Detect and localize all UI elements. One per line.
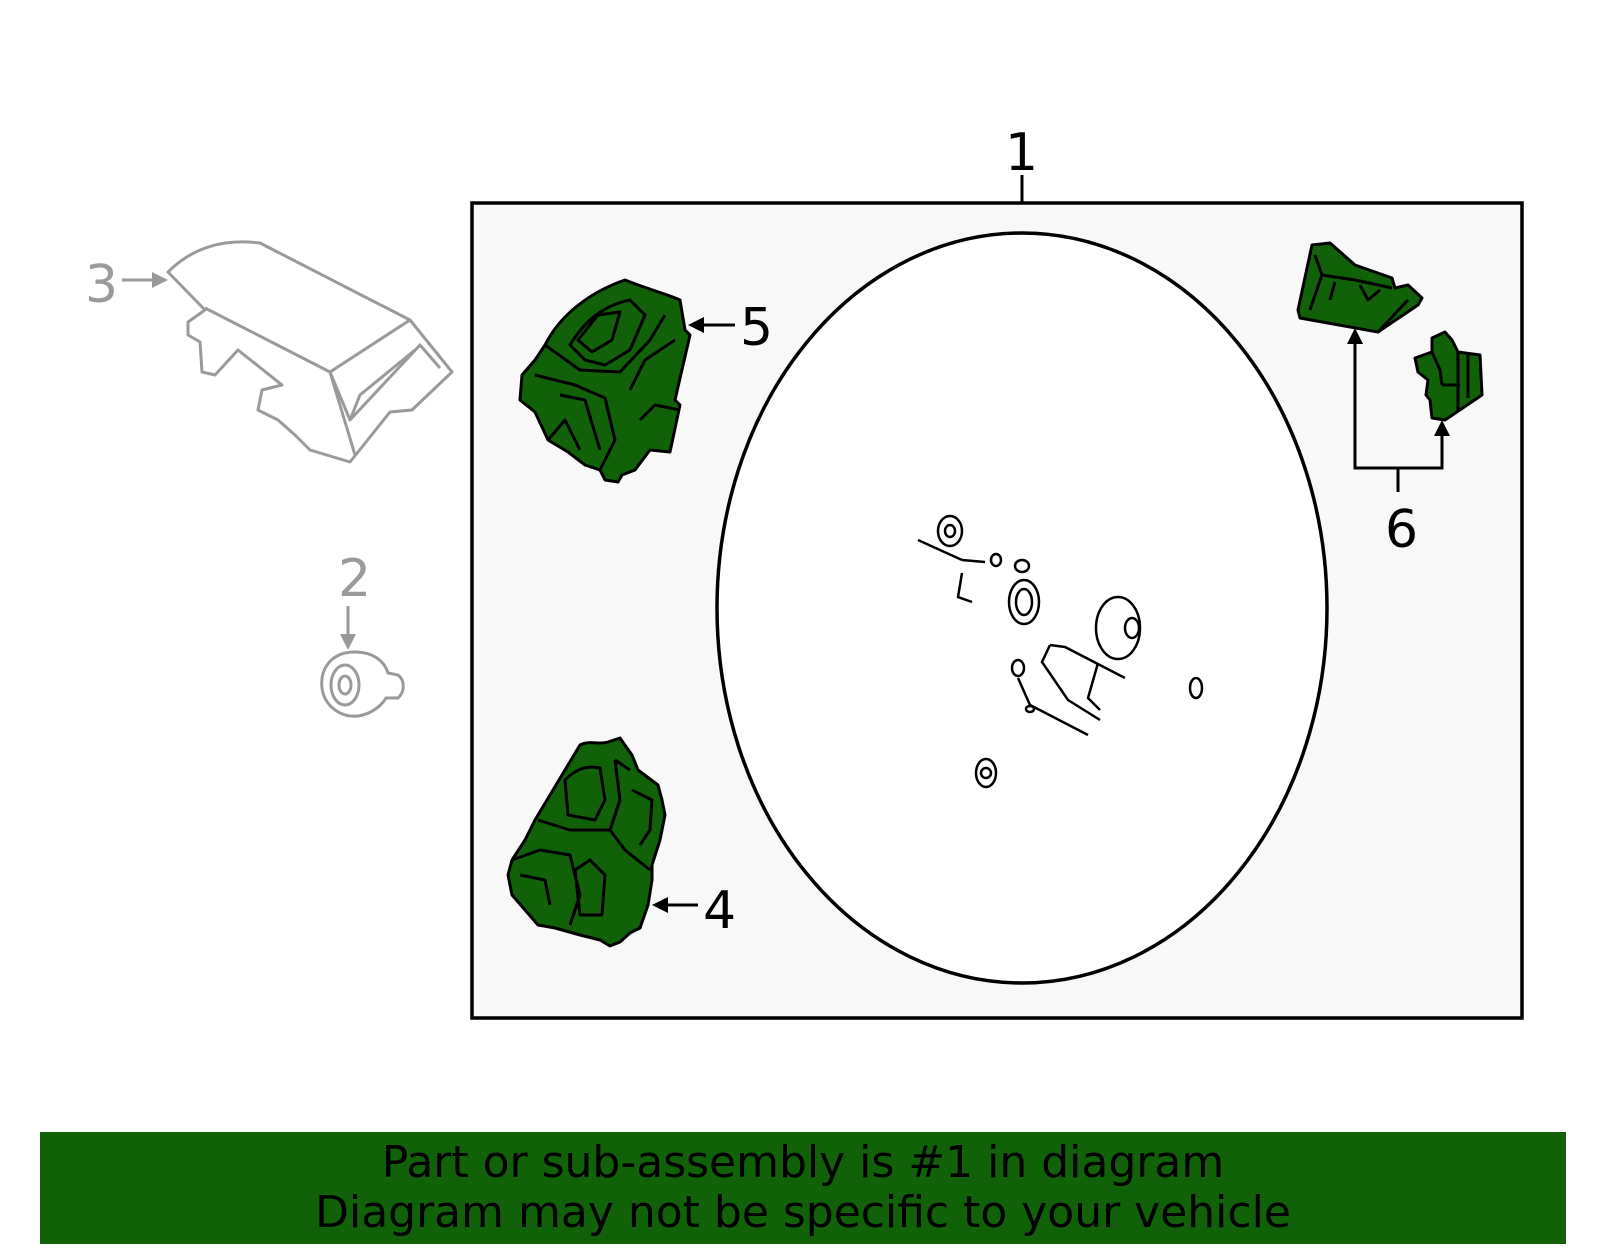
switch-assembly-icon bbox=[518, 278, 692, 484]
callout-2-label: 2 bbox=[338, 549, 371, 609]
grommet-icon bbox=[320, 650, 405, 718]
steering-wheel-icon bbox=[715, 231, 1329, 985]
banner-line-2: Diagram may not be specific to your vehi… bbox=[315, 1187, 1291, 1238]
callout-4-arrow bbox=[652, 897, 698, 913]
paddle-switch-icon bbox=[1413, 330, 1484, 422]
callout-5-label: 5 bbox=[740, 298, 773, 358]
callout-5-arrow bbox=[688, 317, 735, 333]
callout-6-label: 6 bbox=[1385, 500, 1418, 560]
callout-4-label: 4 bbox=[703, 881, 736, 941]
paddle-switch-icon bbox=[1296, 241, 1424, 334]
callout-1-label: 1 bbox=[1005, 123, 1038, 183]
callout-6-bracket bbox=[1347, 328, 1450, 492]
airbag-cover-icon bbox=[166, 240, 454, 464]
switch-assembly-icon bbox=[506, 736, 667, 948]
callout-2-arrow bbox=[340, 606, 356, 650]
disclaimer-banner: Part or sub-assembly is #1 in diagram Di… bbox=[40, 1132, 1566, 1244]
callout-3-label: 3 bbox=[85, 255, 118, 315]
banner-line-1: Part or sub-assembly is #1 in diagram bbox=[381, 1137, 1225, 1188]
callout-3-arrow bbox=[122, 272, 168, 288]
